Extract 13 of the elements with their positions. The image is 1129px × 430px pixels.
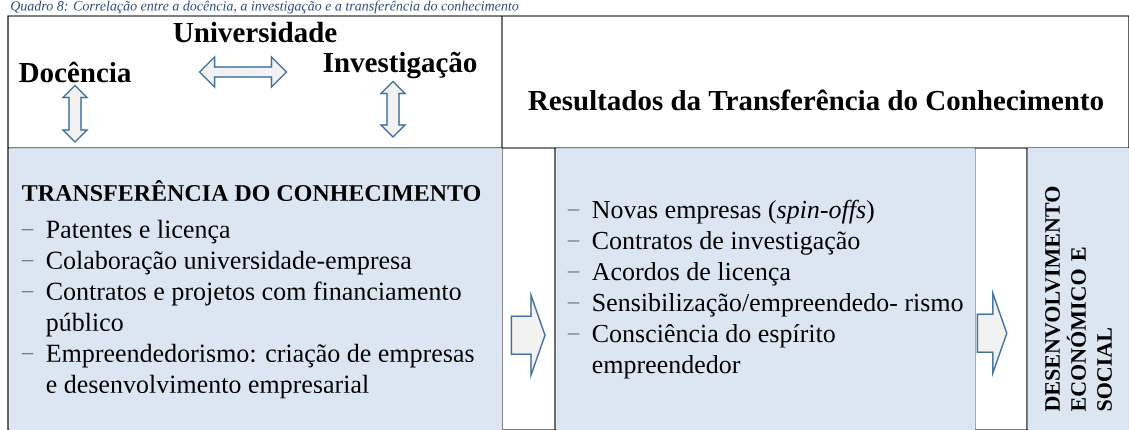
block-arrow <box>510 290 546 380</box>
double-arrow <box>198 55 288 89</box>
heading: Investigação <box>323 51 477 79</box>
block-arrow <box>976 288 1008 378</box>
list-panel: Novas empresas (spin-offs) Contratos de investigação Acordos de licença Sensibilização/empreendedo- rismo Consciência do espírito empreendedor <box>556 148 976 430</box>
title: Quadro 8: Correlação entre a docência, a investigação e a transferência do conhecimento <box>11 0 519 14</box>
double-arrow <box>61 84 89 144</box>
heading: Docência <box>19 61 131 83</box>
heading: Resultados da Transferência do Conhecimento <box>528 89 1103 111</box>
list-panel: TRANSFERÊNCIA DO CONHECIMENTO Patentes e licença Colaboração universidade-empresa Contratos e projetos com financiamento público Empreendedorismo: criação de empresas e desenvolvimento empresarial <box>9 148 503 430</box>
heading: Universidade <box>173 21 337 43</box>
double-arrow <box>379 80 407 139</box>
outcome-panel: DESENVOLVIMENTO ECONÓMICO E SOCIAL <box>1028 148 1129 430</box>
